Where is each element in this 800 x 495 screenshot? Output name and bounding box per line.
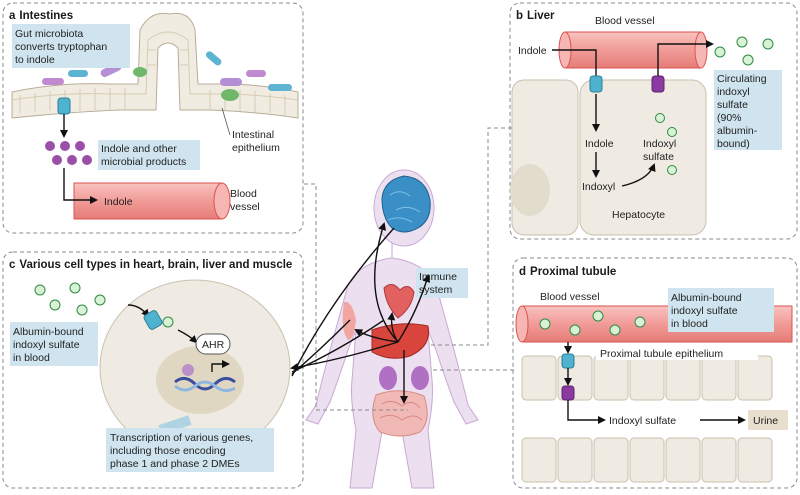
transcription-3: phase 1 and phase 2 DMEs <box>110 458 240 470</box>
intestine-icon <box>372 390 428 437</box>
cell-albumin-1: Albumin-bound <box>13 326 84 338</box>
tubule-indoxyl-sulfate-molecules <box>539 310 646 336</box>
microbiota-label-1: Gut microbiota <box>15 28 83 40</box>
human-body-figure <box>305 169 479 489</box>
liver-indole-in: Indole <box>518 45 547 57</box>
panel-c-title: Various cell types in heart, brain, live… <box>19 259 292 271</box>
panel-a-title: Intestines <box>19 10 73 22</box>
tubule-albumin-3: in blood <box>671 318 708 330</box>
circulating-label-box <box>714 70 782 150</box>
products-label-box <box>98 140 200 170</box>
liver-indole-transporter-icon <box>589 75 603 93</box>
liver-vessel-label: Blood vessel <box>595 15 655 27</box>
distribution-arrows <box>290 222 431 404</box>
liver-indoxyl-sulfate-1: Indoxyl <box>643 138 676 150</box>
tubule-apical-transporter-icon <box>561 385 575 401</box>
liver-indole-cell: Indole <box>585 138 614 150</box>
indole-transporter-icon <box>57 97 71 115</box>
microbiota-label-2: converts tryptophan <box>15 41 107 53</box>
circulating-2: indoxyl <box>717 86 750 98</box>
epithelium-label-2: epithelium <box>232 142 280 154</box>
products-label-1: Indole and other <box>101 143 177 155</box>
panel-a-letter: a <box>9 10 16 22</box>
hepatocyte-label: Hepatocyte <box>612 209 665 221</box>
tubule-epithelium-cells <box>521 355 773 483</box>
circulating-3: sulfate <box>717 99 748 111</box>
urine-box <box>748 410 788 430</box>
tubule-albumin-1: Albumin-bound <box>671 292 742 304</box>
liver-sulfate-transporter-icon <box>651 75 665 93</box>
liver-indoxyl-sulfate-2: sulfate <box>643 151 674 163</box>
panel-d-title: Proximal tubule <box>530 266 616 278</box>
tubule-vessel-label: Blood vessel <box>540 291 600 303</box>
cell-albumin-2: indoxyl sulfate <box>13 339 80 351</box>
gut-microbiota-icons <box>42 51 292 101</box>
hepatocyte-cell <box>579 79 707 236</box>
ahr-box <box>195 333 231 355</box>
circulating-6: bound) <box>717 138 750 150</box>
panel-a-blood-vessel <box>73 182 223 220</box>
ahr-label: AHR <box>202 339 225 351</box>
transcription-1: Transcription of various genes, <box>110 432 253 444</box>
circulating-1: Circulating <box>717 73 767 85</box>
liver-indoxyl: Indoxyl <box>582 181 615 193</box>
panel-d-proximal-tubule: d Proximal tubule Blood vessel Albumin-bo… <box>512 257 798 489</box>
vessel-label-a-2: vessel <box>230 201 260 213</box>
tubule-albumin-label-box <box>668 288 774 332</box>
liver-indoxyl-sulfate-molecules <box>655 36 774 175</box>
panel-b-liver: b Liver Blood vessel Indole Indole Indoxy… <box>509 2 798 240</box>
microbiota-label-box <box>12 24 130 68</box>
circulating-5: albumin- <box>717 125 758 137</box>
epithelium-label-1: Intestinal <box>232 129 274 141</box>
heart-icon <box>383 284 415 319</box>
panel-c-letter: c <box>9 259 16 271</box>
kidney-icon <box>411 366 429 390</box>
cell-transporter-icon <box>143 310 163 330</box>
immune-label-2: system <box>419 284 453 296</box>
liver-icon <box>371 323 430 359</box>
tubule-epithelium-label: Proximal tubule epithelium <box>600 348 723 360</box>
tubule-basolateral-transporter-icon <box>561 353 575 369</box>
tubule-albumin-2: indoxyl sulfate <box>671 305 738 317</box>
indole-vessel-label: Indole <box>104 196 133 208</box>
vessel-label-a-1: Blood <box>230 188 257 200</box>
panel-d-letter: d <box>519 266 526 278</box>
immune-label-box <box>416 268 468 298</box>
microbiota-label-3: to indole <box>15 54 55 66</box>
tubule-indoxyl-sulfate: Indoxyl sulfate <box>609 415 676 427</box>
brain-icon <box>381 175 431 233</box>
products-label-2: microbial products <box>101 156 186 168</box>
cell-albumin-label-box <box>10 322 98 366</box>
cell-indoxyl-sulfate-molecules <box>34 282 174 328</box>
panel-b-title: Liver <box>527 10 555 22</box>
panel-b-letter: b <box>516 10 523 22</box>
circulating-4: (90% <box>717 112 742 124</box>
cell-albumin-3: in blood <box>13 352 50 364</box>
indole-molecules <box>45 141 92 165</box>
transcription-label-box <box>106 428 274 472</box>
urine-label: Urine <box>753 415 778 427</box>
immune-label-1: Immune <box>419 271 457 283</box>
transcription-2: including those encoding <box>110 445 226 457</box>
